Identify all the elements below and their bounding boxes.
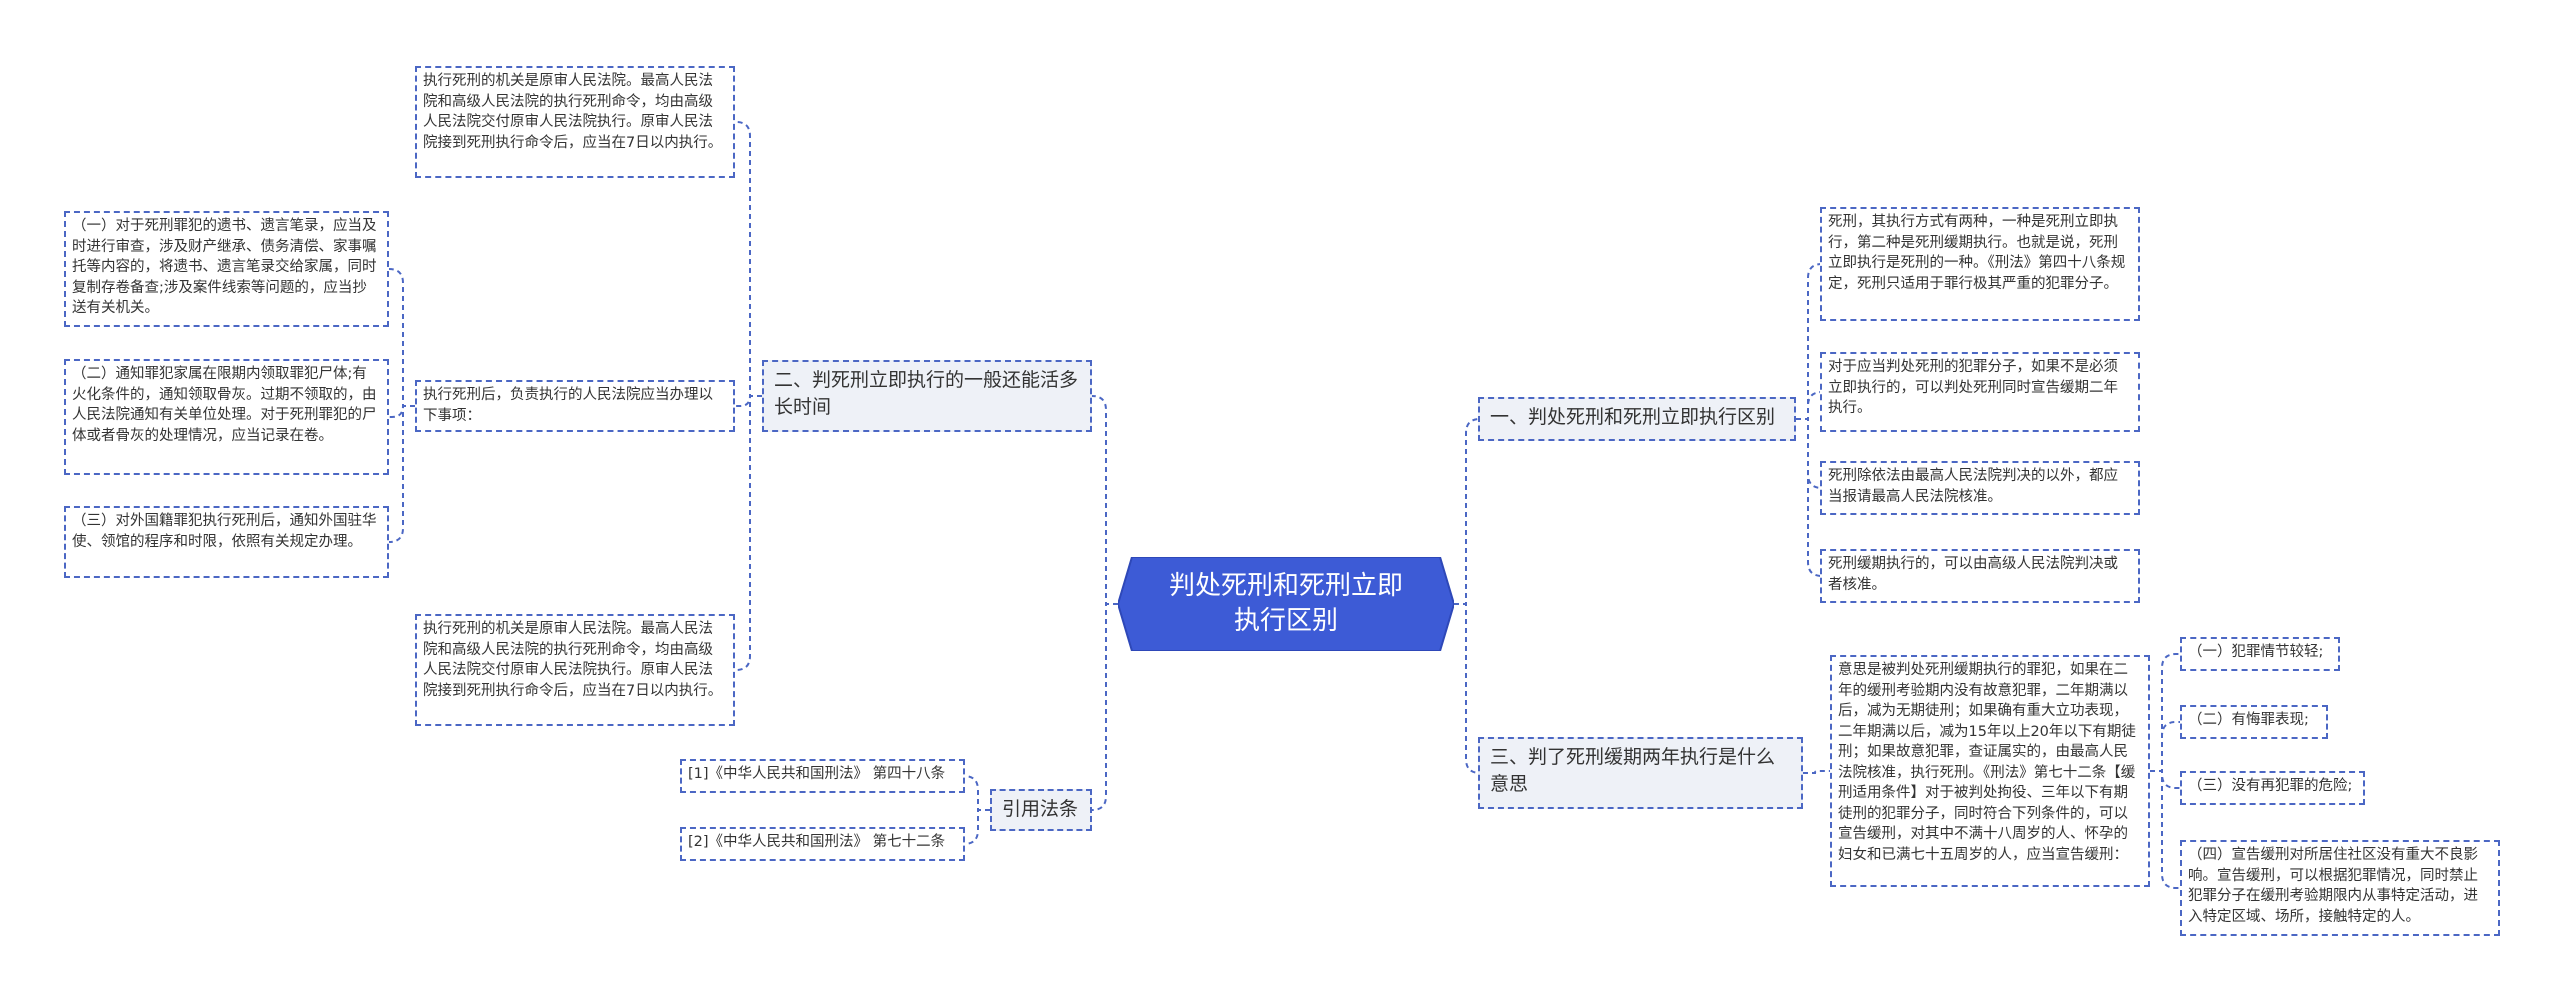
connector-line xyxy=(388,268,415,407)
connector-line xyxy=(1796,263,1823,420)
branch-topic-three[interactable]: 三、判了死刑缓期两年执行是什么意思 xyxy=(1478,737,1803,809)
branch-one-label: 一、判处死刑和死刑立即执行区别 xyxy=(1490,406,1776,428)
list-item[interactable]: （一）对于死刑罪犯的遗书、遗言笔录，应当及时进行审查，涉及财产继承、债务清偿、家… xyxy=(64,211,389,327)
connector-line xyxy=(2150,770,2180,889)
branch-topic-one[interactable]: 一、判处死刑和死刑立即执行区别 xyxy=(1478,397,1796,441)
branch-law-label: 引用法条 xyxy=(1002,798,1079,820)
root-hexagon-shape xyxy=(1118,557,1454,651)
connector-line xyxy=(388,405,415,543)
connector-line xyxy=(1803,770,1830,774)
connector-line xyxy=(2150,653,2180,772)
connector-line xyxy=(1796,391,1823,420)
connector-line xyxy=(1091,603,1118,811)
branch-topic-law[interactable]: 引用法条 xyxy=(990,789,1092,831)
list-item[interactable]: （四）宣告缓刑对所居住社区没有重大不良影响。宣告缓刑，可以根据犯罪情况，同时禁止… xyxy=(2180,840,2500,936)
list-item[interactable]: 意思是被判处死刑缓期执行的罪犯，如果在二年的缓刑考验期内没有故意犯罪，二年期满以… xyxy=(1830,655,2150,887)
root-topic[interactable]: 判处死刑和死刑立即执行区别 xyxy=(1118,557,1454,651)
connector-line xyxy=(963,775,990,811)
list-item[interactable]: [1]《中华人民共和国刑法》 第四十八条 xyxy=(680,759,965,793)
branch-two-label: 二、判死刑立即执行的一般还能活多长时间 xyxy=(774,369,1079,418)
list-item[interactable]: 死刑除依法由最高人民法院判决的以外，都应当报请最高人民法院核准。 xyxy=(1820,461,2140,515)
list-item[interactable]: 执行死刑的机关是原审人民法院。最高人民法院和高级人民法院的执行死刑命令，均由高级… xyxy=(415,66,735,178)
connector-line xyxy=(735,395,762,407)
connector-line xyxy=(1796,418,1823,577)
branch-topic-two[interactable]: 二、判死刑立即执行的一般还能活多长时间 xyxy=(762,360,1092,432)
list-item[interactable]: （三）没有再犯罪的危险; xyxy=(2180,771,2365,805)
list-item[interactable]: （三）对外国籍罪犯执行死刑后，通知外国驻华使、领馆的程序和时限，依照有关规定办理… xyxy=(64,506,389,578)
list-item[interactable]: 对于应当判处死刑的犯罪分子，如果不是必须立即执行的，可以判处死刑同时宣告缓期二年… xyxy=(1820,352,2140,432)
connector-line xyxy=(1454,603,1481,774)
branch-three-label: 三、判了死刑缓期两年执行是什么意思 xyxy=(1490,746,1776,795)
list-item[interactable]: （二）有悔罪表现; xyxy=(2180,705,2328,739)
list-item[interactable]: 死刑，其执行方式有两种，一种是死刑立即执行，第二种是死刑缓期执行。也就是说，死刑… xyxy=(1820,207,2140,321)
list-item[interactable]: [2]《中华人民共和国刑法》 第七十二条 xyxy=(680,827,965,861)
connector-line xyxy=(2150,770,2180,789)
connector-line xyxy=(1454,418,1481,605)
connector-line xyxy=(963,809,990,845)
connector-line xyxy=(735,395,762,671)
list-item[interactable]: （一）犯罪情节较轻; xyxy=(2180,637,2340,671)
connector-line xyxy=(2150,721,2180,772)
connector-line xyxy=(1091,395,1118,605)
list-item[interactable]: 执行死刑的机关是原审人民法院。最高人民法院和高级人民法院的执行死刑命令，均由高级… xyxy=(415,614,735,726)
list-item[interactable]: 死刑缓期执行的，可以由高级人民法院判决或者核准。 xyxy=(1820,549,2140,603)
list-item[interactable]: 执行死刑后，负责执行的人民法院应当办理以下事项： xyxy=(415,380,735,432)
list-item[interactable]: （二）通知罪犯家属在限期内领取罪犯尸体;有火化条件的，通知领取骨灰。过期不领取的… xyxy=(64,359,389,475)
connector-line xyxy=(735,121,762,397)
root-title: 判处死刑和死刑立即执行区别 xyxy=(1168,571,1403,636)
